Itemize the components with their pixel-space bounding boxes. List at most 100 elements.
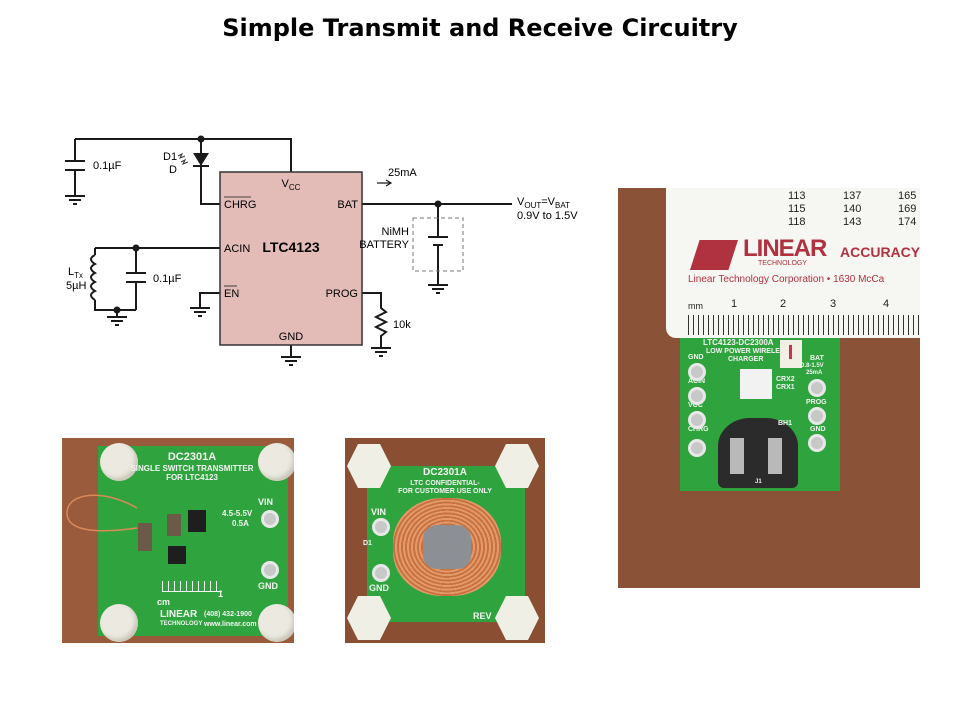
board-line1: LTC CONFIDENTIAL-: [410, 480, 480, 487]
pad-label-vcc: VCC: [688, 402, 703, 409]
receiver-caps: [740, 369, 772, 399]
standoff: [100, 443, 138, 481]
pin-gnd: GND: [279, 331, 304, 343]
capacitor: [138, 523, 152, 551]
gnd-label: GND: [369, 583, 389, 593]
pad-label-gnd-right: GND: [810, 426, 826, 433]
ref-j1: J1: [755, 479, 762, 485]
gnd-pad: [261, 561, 279, 579]
standoff: [258, 604, 294, 642]
bat-spec-2: 25mA: [806, 370, 823, 376]
d1-label: D1: [363, 540, 372, 547]
ref-crx1: CRX1: [776, 384, 795, 391]
standoff: [347, 596, 391, 640]
diode-label-2: D: [169, 164, 177, 176]
gnd-pad-right: [808, 434, 826, 452]
capacitor: [167, 514, 181, 536]
cap-top-label: 0.1µF: [93, 160, 122, 172]
wire-cap-top: [65, 139, 85, 196]
wire-tank-cap: [126, 248, 146, 310]
wire-diode-chrg: [200, 139, 220, 205]
coil-board-photo: DC2301A LTC CONFIDENTIAL- FOR CUSTOMER U…: [345, 438, 545, 643]
chip-name: LTC4123: [262, 239, 320, 255]
ruler-mark-2: 2: [780, 298, 787, 310]
cap-tank-label: 0.1µF: [153, 273, 182, 285]
vout-label: VOUT=VBAT: [517, 196, 570, 210]
inductor-value: 5µH: [66, 280, 86, 292]
board-id: DC2301A: [423, 467, 467, 478]
pad-label-chrg: CHRG: [688, 426, 709, 433]
ferrite-core: [423, 525, 471, 569]
pin-en: EN: [224, 288, 239, 300]
led-diode-icon: [193, 153, 209, 166]
pad-label-prog: PROG: [806, 399, 827, 406]
ruler-mark-3: 3: [830, 298, 837, 310]
coil-wire: [66, 494, 138, 532]
prog-pad: [808, 407, 826, 425]
current-label: 25mA: [388, 167, 417, 179]
web: www.linear.com: [204, 621, 257, 628]
ground-symbols: [65, 195, 448, 366]
vin-pad: [372, 518, 390, 536]
ic-u1: [188, 510, 206, 532]
board-line2: FOR LTC4123: [166, 473, 218, 482]
board-line1: LOW POWER WIRELESS: [706, 348, 790, 355]
battery-label-1: NiMH: [382, 226, 410, 238]
wire-top-rail: [75, 138, 292, 172]
board-line1: SINGLE SWITCH TRANSMITTER: [130, 464, 254, 473]
vin-spec-1: 4.5-5.5V: [222, 509, 253, 518]
board-line2: CHARGER: [728, 356, 764, 363]
rev-label: REV: [473, 611, 492, 621]
mosfet-m1: [168, 546, 186, 564]
board-id: LTC4123-DC2300A: [703, 338, 774, 347]
diode-label-1: D1: [163, 151, 177, 163]
resistor-label: 10k: [393, 319, 411, 331]
ref-crx2: CRX2: [776, 376, 795, 383]
card-address: Linear Technology Corporation • 1630 McC…: [688, 274, 885, 285]
pin-acin: ACIN: [224, 243, 250, 255]
bat-pad: [808, 379, 826, 397]
battery-contact: [768, 438, 782, 474]
current-arrow-icon: [377, 179, 393, 187]
wire-prog: [362, 292, 389, 348]
ruler-mark-4: 4: [883, 298, 890, 310]
vout-range: 0.9V to 1.5V: [517, 210, 578, 222]
slide-title: Simple Transmit and Receive Circuitry: [222, 14, 738, 42]
cm-scale: [162, 581, 222, 592]
battery-contact: [730, 438, 744, 474]
vin-pad: [261, 510, 279, 528]
battery-box: [412, 217, 464, 272]
pad-label-bat: BAT: [810, 355, 824, 362]
linear-logo-sub: TECHNOLOGY: [160, 621, 203, 627]
wire-battery: [428, 204, 448, 285]
acin-pad: [688, 387, 706, 405]
pin-chrg: CHRG: [224, 199, 256, 211]
phone: (408) 432-1900: [204, 611, 252, 618]
card-tagline: ACCURACY: [840, 244, 920, 260]
chrg-pad: [688, 439, 706, 457]
standoff: [100, 604, 138, 642]
standoff: [258, 443, 294, 481]
sticker-mark: [789, 345, 792, 359]
scale-mark: 1: [218, 589, 224, 599]
pin-prog: PROG: [326, 288, 358, 300]
linear-logo: LINEAR: [160, 609, 198, 620]
schematic-diagram: LTC4123 VCC CHRG BAT ACIN EN PROG GND 0.…: [65, 135, 578, 366]
pin-vcc: VCC: [282, 178, 301, 192]
board-line2: FOR CUSTOMER USE ONLY: [398, 488, 492, 495]
vin-spec-2: 0.5A: [232, 519, 249, 528]
inductor-coil: [90, 254, 98, 301]
ruler-ticks: [688, 315, 920, 335]
ruler-mark-1: 1: [731, 298, 738, 310]
wire-en: [199, 292, 220, 308]
card-logo: LINEAR: [743, 235, 827, 262]
scale-label: cm: [157, 597, 171, 607]
transmitter-board-photo: DC2301A SINGLE SWITCH TRANSMITTER FOR LT…: [62, 438, 294, 643]
bat-spec-1: 0.8-1.5V: [801, 363, 824, 369]
ref-bh1: BH1: [778, 420, 793, 427]
pad-label-acin: ACIN: [688, 378, 706, 385]
